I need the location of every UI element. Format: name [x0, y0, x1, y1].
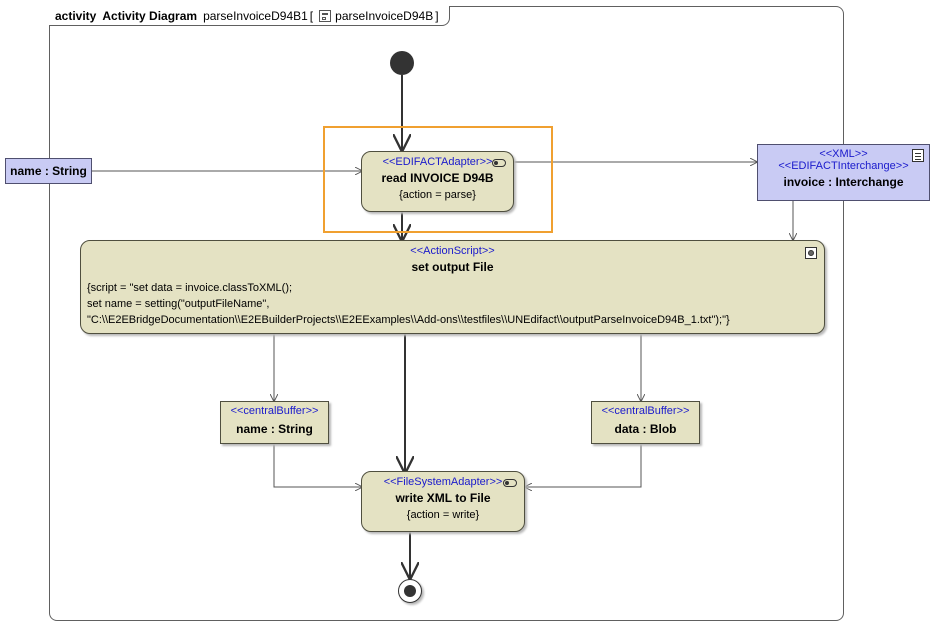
buffer-data-stereotype: <<centralBuffer>> — [601, 405, 690, 417]
read-action-property: {action = parse} — [399, 189, 476, 201]
frame-diagram-name: parseInvoiceD94B1 — [203, 8, 308, 23]
action-read-invoice[interactable]: <<EDIFACTAdapter>> read INVOICE D94B {ac… — [361, 151, 514, 212]
frame-bracket-close: ] — [435, 8, 439, 23]
edge-buffer-data-to-write[interactable] — [525, 444, 642, 487]
frame-kind: activity — [55, 8, 97, 23]
frame-bracket-open: [ — [309, 8, 314, 23]
script-action-name: set output File — [411, 260, 494, 274]
buffer-name-stereotype: <<centralBuffer>> — [230, 405, 319, 417]
buffer-name-string[interactable]: <<centralBuffer>> name : String — [220, 401, 329, 444]
frame-diagram-type: Activity Diagram — [102, 8, 198, 23]
buffer-data-label: data : Blob — [614, 422, 677, 436]
activity-diagram-icon — [319, 9, 332, 22]
read-action-name: read INVOICE D94B — [381, 171, 494, 185]
object-invoice-interchange[interactable]: <<XML>> <<EDIFACTInterchange>> invoice :… — [757, 144, 930, 201]
write-action-stereotype: <<FileSystemAdapter>> — [383, 476, 503, 488]
buffer-name-label: name : String — [236, 422, 313, 436]
input-parameter-name[interactable]: name : String — [5, 158, 92, 184]
script-line-2: set name = setting("outputFileName", — [87, 298, 270, 310]
action-write-xml[interactable]: <<FileSystemAdapter>> write XML to File … — [361, 471, 525, 532]
action-set-output-file[interactable]: <<ActionScript>> set output File {script… — [80, 240, 825, 334]
script-line-3: "C:\\E2EBridgeDocumentation\\E2EBuilderP… — [87, 314, 730, 326]
edge-buffer-name-to-write[interactable] — [273, 444, 362, 487]
script-line-1: {script = "set data = invoice.classToXML… — [87, 282, 293, 294]
script-action-stereotype: <<ActionScript>> — [410, 245, 495, 257]
read-action-stereotype: <<EDIFACTAdapter>> — [382, 156, 493, 168]
selection-highlight — [323, 126, 553, 233]
write-action-name: write XML to File — [395, 491, 491, 505]
document-icon — [912, 149, 924, 162]
frame-behavior-name: parseInvoiceD94B — [335, 8, 434, 23]
activity-final-node[interactable] — [398, 579, 422, 603]
interchange-stereotype-edifact: <<EDIFACTInterchange>> — [778, 160, 909, 172]
adapter-icon — [503, 479, 517, 487]
buffer-data-blob[interactable]: <<centralBuffer>> data : Blob — [591, 401, 700, 444]
interchange-stereotype-xml: <<XML>> — [819, 148, 868, 160]
script-icon — [805, 247, 817, 259]
frame-header: activity Activity Diagram parseInvoiceD9… — [49, 6, 450, 26]
input-parameter-label: name : String — [10, 164, 87, 178]
adapter-icon — [492, 159, 506, 167]
interchange-name: invoice : Interchange — [783, 175, 904, 189]
write-action-property: {action = write} — [406, 509, 480, 521]
initial-node[interactable] — [390, 51, 414, 75]
